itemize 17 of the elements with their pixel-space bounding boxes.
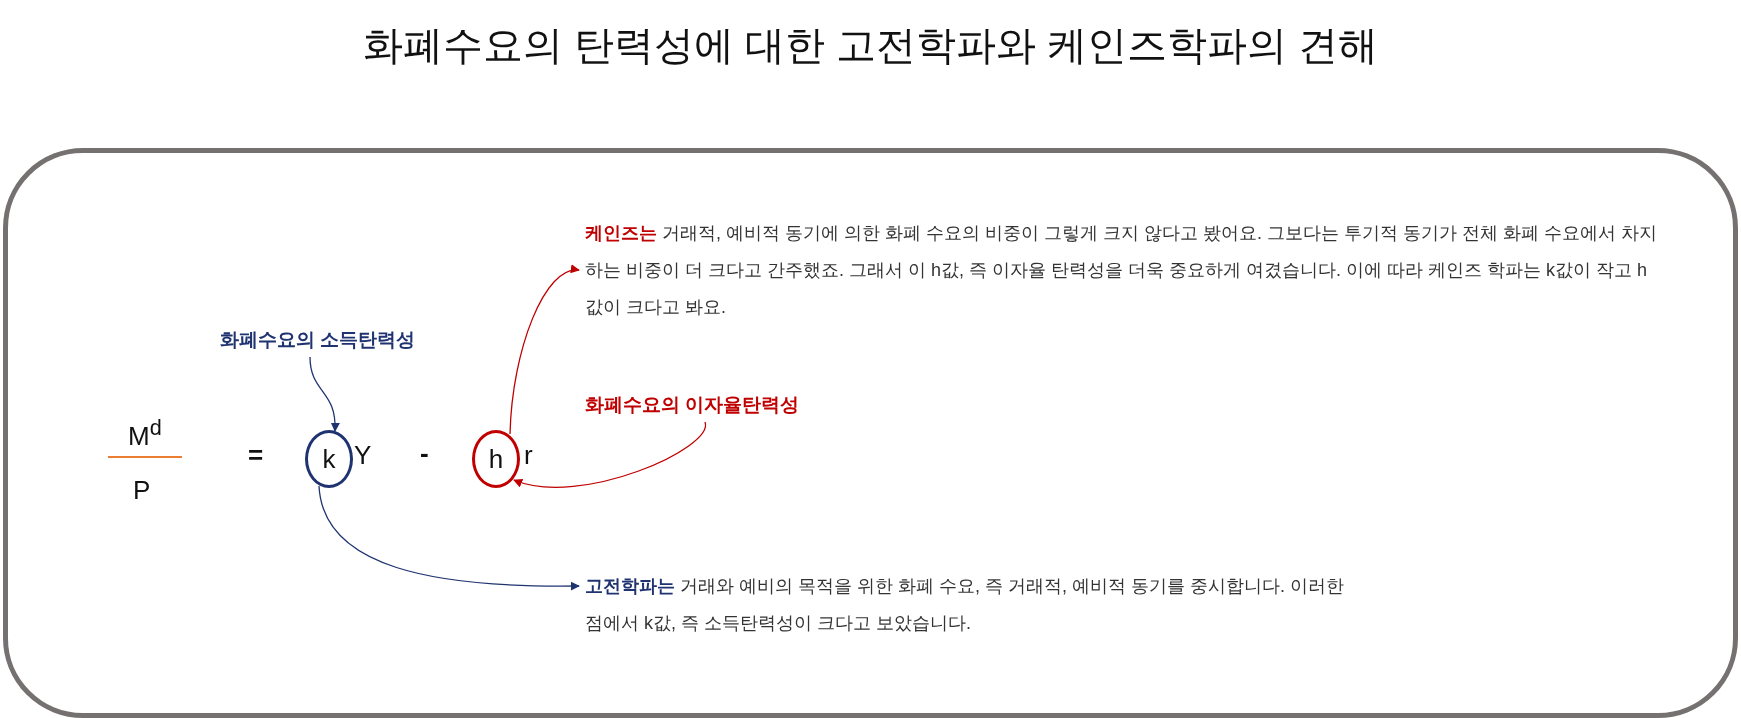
arrow [513,421,706,488]
arrow [309,356,340,432]
callout-text: 화폐수요의 소득탄력성 [220,327,416,353]
formula-term: r [524,440,533,471]
formula-term: M$^{d}$ [128,415,162,452]
callout-text: 화폐수요의 이자율탄력성 [585,392,800,418]
title: 화폐수요의 탄력성에 대한 고전학파와 케인즈학파의 견해 [361,22,1380,69]
formula-term: P [133,475,151,506]
explanation-text: 케인즈는 거래적, 예비적 동기에 의한 화폐 수요의 비중이 그렇게 크지 않다고 봤어요. 그보다는 투기적 동기가 전체 화폐 수요에서 차지하는 비중이 더 크다고 간주했죠. 그래서 이 h값, 즉 이자율 탄력성을 더욱 중요하게 여겼습니다. 이에 따라 케인즈 학파는 k값이 작고 h값이 크다고 봐요. [585,215,1665,326]
equals-sign: = [248,440,264,471]
minus-sign: - [420,438,429,469]
arrow [318,485,580,591]
formula-term: Y [354,440,372,471]
explanation-text: 고전학파는 거래와 예비의 목적을 위한 화폐 수요, 즉 거래적, 예비적 동기를 중시합니다. 이러한 점에서 k값, 즉 소득탄력성이 크다고 보았습니다. [585,568,1365,642]
circled-letter: h [472,430,520,488]
arrow [509,266,580,435]
circled-letter: k [305,430,353,488]
